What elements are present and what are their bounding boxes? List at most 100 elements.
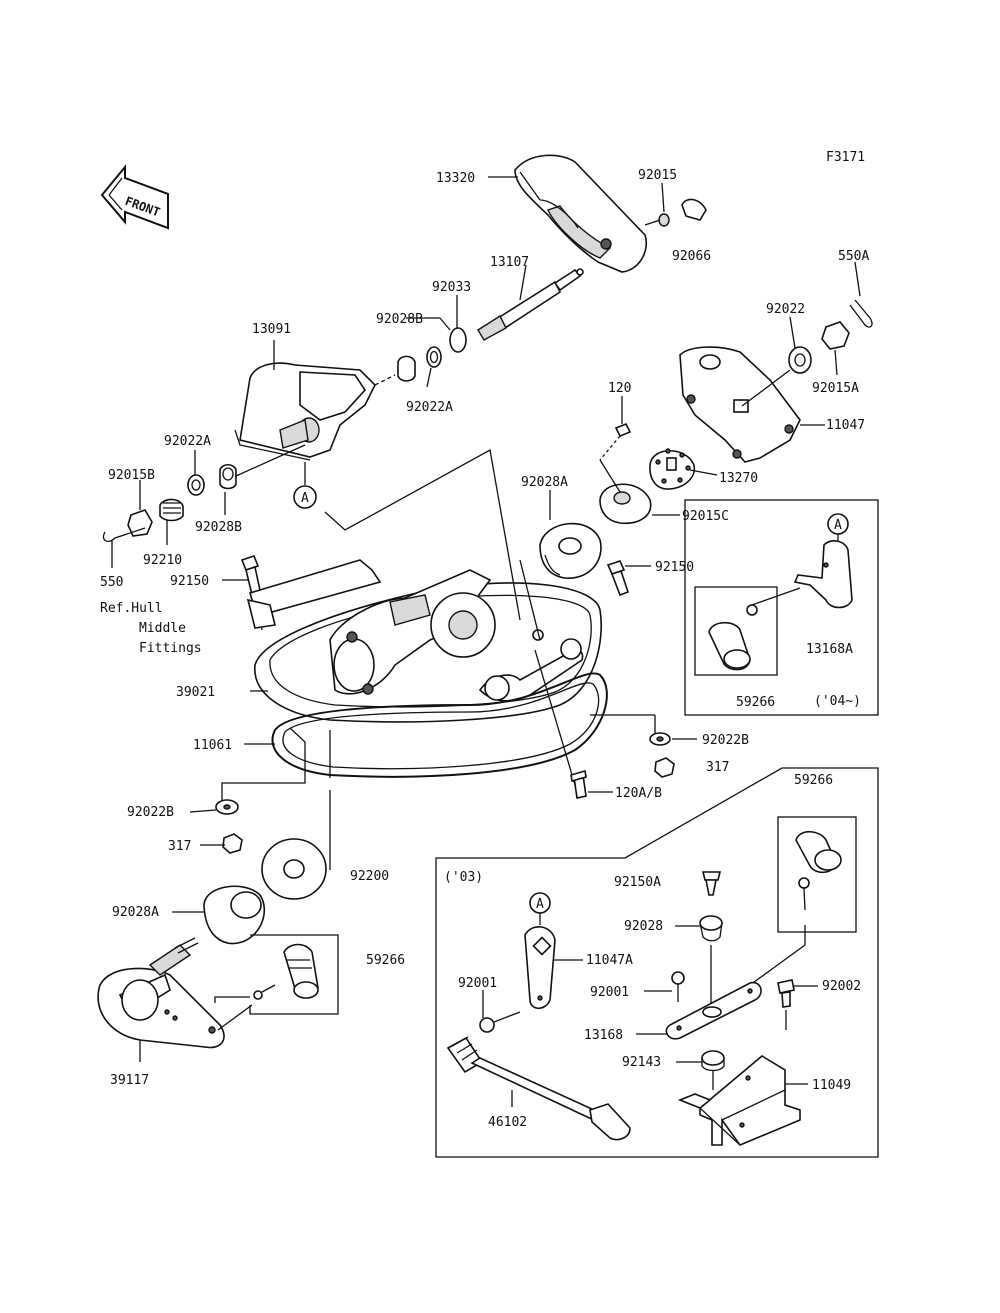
front-arrow-icon: FRONT	[100, 164, 169, 230]
label-92002: 92002	[822, 979, 861, 994]
label-92015: 92015	[638, 168, 677, 183]
label-92022B-left: 92022B	[127, 805, 174, 820]
part-13168A	[793, 540, 853, 609]
label-13107: 13107	[490, 255, 529, 270]
part-13091	[234, 362, 396, 461]
label-92028B-left: 92028B	[195, 520, 242, 535]
label-13168: 13168	[584, 1028, 623, 1043]
label-92015A: 92015A	[812, 381, 859, 396]
label-39021: 39021	[176, 685, 215, 700]
part-92015C	[599, 483, 652, 525]
label-92015C: 92015C	[682, 509, 729, 524]
part-92001-right	[671, 971, 685, 1002]
part-120	[614, 422, 632, 438]
ref-note-line-1: Ref.Hull	[100, 601, 163, 616]
label-120: 120	[608, 381, 631, 396]
ref-note-line-2: Middle	[139, 621, 186, 636]
part-317-left	[222, 833, 243, 854]
label-92210: 92210	[143, 553, 182, 568]
label-13270: 13270	[719, 471, 758, 486]
leader-lines	[111, 176, 861, 1107]
part-92200	[261, 838, 327, 900]
part-92022B-left	[215, 799, 239, 815]
part-92210	[159, 498, 184, 522]
label-92028: 92028	[624, 919, 663, 934]
label-92028B-top: 92028B	[376, 312, 423, 327]
part-550	[102, 527, 146, 542]
part-13107	[477, 268, 584, 341]
part-46102	[446, 1036, 631, 1141]
part-120AB	[570, 769, 587, 799]
part-13270	[649, 448, 696, 490]
label-92033: 92033	[432, 280, 471, 295]
front-label: FRONT	[123, 194, 162, 220]
part-bracket-hull	[246, 559, 382, 629]
part-92001-left	[479, 1011, 521, 1033]
part-92022-right	[788, 346, 812, 374]
part-92150-right	[606, 560, 630, 597]
label-92143: 92143	[622, 1055, 661, 1070]
marker-a-housing-label: A	[301, 491, 309, 506]
label-317-right: 317	[706, 760, 729, 775]
marker-a-03-label: A	[536, 897, 544, 912]
label-92022A-top: 92022A	[406, 400, 453, 415]
part-550A	[849, 299, 873, 328]
part-13168	[665, 981, 762, 1040]
label-92150-left: 92150	[170, 574, 209, 589]
part-92028A-upper	[539, 522, 602, 579]
label-13168A: 13168A	[806, 642, 853, 657]
part-92015B	[127, 509, 153, 537]
part-92022A-left	[187, 474, 205, 496]
part-39117	[97, 937, 225, 1049]
part-59266-03	[795, 830, 842, 911]
label-59266-b: 59266	[794, 773, 833, 788]
label-59266-a: 59266	[736, 695, 775, 710]
label-317-left: 317	[168, 839, 191, 854]
marker-a-04-label: A	[834, 518, 842, 533]
label-120AB: 120A/B	[615, 786, 662, 801]
label-92066: 92066	[672, 249, 711, 264]
label-550A: 550A	[838, 249, 869, 264]
part-11049	[677, 1055, 801, 1146]
label-11061: 11061	[193, 738, 232, 753]
part-11047	[679, 346, 801, 463]
part-92015	[658, 198, 707, 227]
part-92028B-left	[219, 463, 237, 490]
label-92022B-right: 92022B	[702, 733, 749, 748]
part-59266-04	[708, 604, 758, 671]
label-92001-a: 92001	[458, 976, 497, 991]
part-92143	[701, 1050, 725, 1072]
part-13320	[514, 154, 647, 273]
label-92150-right: 92150	[655, 560, 694, 575]
label-59266-c: 59266	[366, 953, 405, 968]
part-92022B-right	[649, 732, 671, 746]
label-92015B: 92015B	[108, 468, 155, 483]
part-92028B-upper	[397, 355, 416, 382]
part-92022A-upper	[426, 346, 442, 368]
part-59266-lower-left	[253, 943, 319, 1000]
label-11049: 11049	[812, 1078, 851, 1093]
label-92028A-bottom: 92028A	[112, 905, 159, 920]
part-92028	[699, 915, 723, 942]
label-46102: 46102	[488, 1115, 527, 1130]
part-labels: 13320 92015 92066 550A 13107 92033 92028…	[100, 168, 869, 1130]
label-92150A: 92150A	[614, 875, 661, 890]
label-92022A-left: 92022A	[164, 434, 211, 449]
part-92002	[777, 979, 795, 1008]
label-39117: 39117	[110, 1073, 149, 1088]
part-92033	[449, 327, 467, 353]
label-13320: 13320	[436, 171, 475, 186]
part-92015A	[821, 321, 850, 350]
label-92200: 92200	[350, 869, 389, 884]
part-92150A	[701, 871, 722, 896]
label-03-variant: ('03)	[444, 870, 483, 885]
part-92028A-lower	[203, 885, 266, 945]
label-92001-b: 92001	[590, 985, 629, 1000]
label-11047A: 11047A	[586, 953, 633, 968]
label-92022-right: 92022	[766, 302, 805, 317]
part-317-right	[654, 757, 675, 778]
part-11047A	[524, 926, 556, 1010]
label-13091: 13091	[252, 322, 291, 337]
